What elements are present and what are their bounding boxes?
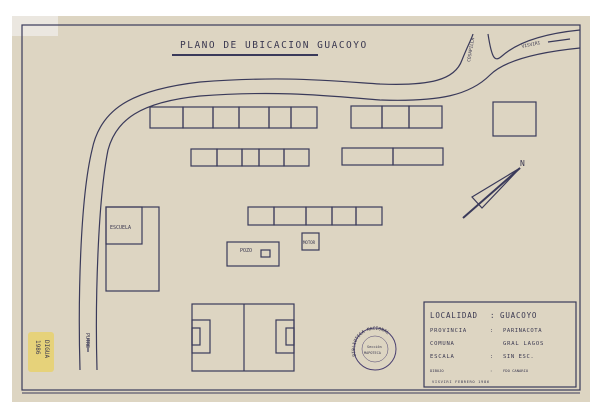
school-building (105, 206, 143, 245)
road-label-cosapilla: COSAPILLA (466, 37, 476, 62)
svg-text::: : (490, 311, 495, 320)
svg-text:DIBUJO: DIBUJO (430, 368, 444, 373)
svg-text:SIN ESC.: SIN ESC. (503, 354, 534, 360)
well-building (226, 241, 280, 267)
svg-text:GRAL LAGOS: GRAL LAGOS (503, 341, 544, 347)
paper (12, 16, 590, 402)
svg-text:N: N (520, 159, 525, 168)
house-blocks (149, 101, 537, 226)
road-edge-inner (95, 47, 581, 371)
house-lot (392, 147, 444, 166)
motor-building (301, 232, 320, 251)
svg-text::: : (490, 368, 492, 373)
svg-text:PROVINCIA: PROVINCIA (430, 328, 467, 334)
north-arrow-icon: N (462, 159, 525, 219)
arrow-icon (547, 38, 571, 43)
house-lot (290, 106, 318, 129)
road-edge-outer (78, 29, 581, 371)
road-label-visviri: VISVIRI (521, 40, 541, 50)
svg-text:COMUNA: COMUNA (430, 341, 455, 347)
well-square (260, 249, 271, 258)
paper-tear (12, 16, 58, 36)
catalog-sticker: DIGUA 1986 (28, 332, 54, 372)
svg-text:GUACOYO: GUACOYO (500, 311, 537, 320)
map-border (21, 24, 581, 391)
svg-text::: : (490, 354, 493, 360)
school-label: ESCUELA (110, 225, 131, 231)
house-lot (492, 101, 537, 137)
svg-text:MAPOTECA: MAPOTECA (364, 351, 382, 355)
road-label-putre: PUTRE (84, 333, 90, 348)
football-field (191, 303, 295, 372)
well-label: POZO (240, 248, 252, 254)
svg-text:DIGUA: DIGUA (43, 340, 50, 358)
svg-text:1986: 1986 (34, 340, 41, 355)
svg-text:Sección: Sección (367, 345, 382, 349)
svg-text::: : (490, 328, 493, 334)
house-lot (283, 148, 310, 167)
svg-text:FDO CANARIO: FDO CANARIO (503, 368, 529, 373)
svg-text:PARINACOTA: PARINACOTA (503, 328, 542, 334)
svg-text:VISVIRI FEBRERO 1986: VISVIRI FEBRERO 1986 (432, 379, 490, 384)
svg-text:LOCALIDAD: LOCALIDAD (430, 311, 478, 320)
map-title: PLANO DE UBICACION GUACOYO (180, 40, 368, 51)
house-lot (355, 206, 383, 226)
house-lot (408, 105, 443, 129)
svg-text:ESCALA: ESCALA (430, 354, 455, 360)
motor-label: MOTOR (303, 240, 316, 245)
legend-box: LOCALIDAD : GUACOYO PROVINCIA : PARINACO… (423, 301, 577, 388)
